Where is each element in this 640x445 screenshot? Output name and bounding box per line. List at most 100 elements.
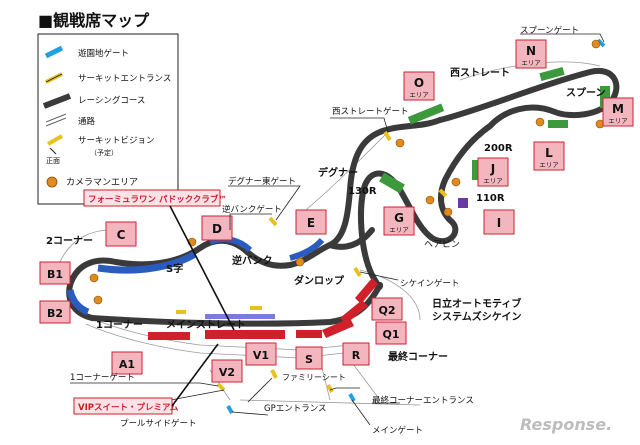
label-formula-paddock: フォーミュラワン パドッククラブ™ xyxy=(88,194,227,205)
label-degner: デグナー xyxy=(318,166,358,179)
spoon-to-130r xyxy=(437,123,493,225)
first-corner-track xyxy=(66,257,119,321)
stand-a1[interactable]: A1 xyxy=(111,351,143,375)
stand-o[interactable]: O エリア xyxy=(403,71,435,101)
legend-circuit-vision: サーキットビジョン xyxy=(78,136,155,146)
stand-g[interactable]: G エリア xyxy=(383,206,415,236)
label-gp-entrance: GPエントランス xyxy=(264,404,327,414)
grandstand-l xyxy=(548,120,568,128)
label-nishi-straight-gate: 西ストレートゲート xyxy=(332,106,409,117)
legend-vision-note: （予定） xyxy=(90,148,118,157)
grandstand-q2 xyxy=(355,278,378,304)
svg-text:L: L xyxy=(545,146,553,160)
stand-m[interactable]: M エリア xyxy=(602,97,634,127)
stand-i[interactable]: I xyxy=(483,209,515,235)
legend-racing-course: レーシングコース xyxy=(78,95,145,106)
grandstand-o xyxy=(407,103,445,125)
grandstands xyxy=(66,67,610,340)
stand-q2[interactable]: Q2 xyxy=(371,297,403,321)
svg-text:O: O xyxy=(414,76,424,90)
label-chicane-gate: シケインゲート xyxy=(400,278,459,289)
svg-text:エリア: エリア xyxy=(409,91,429,99)
stand-s[interactable]: S xyxy=(295,346,323,370)
cameraman-area-icon xyxy=(46,176,58,188)
svg-text:エリア: エリア xyxy=(483,177,503,185)
stand-q1[interactable]: Q1 xyxy=(375,321,407,345)
stand-j[interactable]: J エリア xyxy=(477,157,509,187)
label-110r: 110R xyxy=(476,193,505,204)
hairpin-track xyxy=(357,170,459,290)
stand-r[interactable]: R xyxy=(342,342,370,366)
grandstand-c xyxy=(97,250,197,274)
circuit-vision-icon xyxy=(47,134,63,155)
svg-text:B2: B2 xyxy=(47,307,63,320)
label-main-straight: メインストレート xyxy=(166,319,246,331)
svg-text:N: N xyxy=(526,44,536,58)
svg-text:Q2: Q2 xyxy=(378,304,395,317)
racing-course-icon xyxy=(42,93,72,109)
grandstand-i xyxy=(458,198,468,208)
svg-text:J: J xyxy=(490,162,495,176)
label-130r: 130R xyxy=(348,186,377,197)
formula-paddock-callout[interactable]: フォーミュラワン パドッククラブ™ xyxy=(83,189,235,331)
grandstand-g xyxy=(379,172,405,194)
svg-text:エリア: エリア xyxy=(389,226,409,234)
svg-text:A1: A1 xyxy=(119,358,135,371)
crossover-bridge xyxy=(327,227,375,250)
dunlop-degner-track xyxy=(327,117,443,248)
svg-text:V1: V1 xyxy=(253,349,269,362)
stand-v2[interactable]: V2 xyxy=(211,359,243,383)
stand-n[interactable]: N エリア xyxy=(515,39,547,69)
svg-text:D: D xyxy=(212,222,222,236)
label-200r: 200R xyxy=(484,143,513,154)
svg-text:B1: B1 xyxy=(47,268,63,281)
svg-text:R: R xyxy=(352,349,361,362)
label-corner1: 1コーナー xyxy=(96,319,143,331)
grandstand-j xyxy=(472,160,480,180)
label-reverse-bank: 逆バンク xyxy=(232,254,273,267)
label-hitachi-chicane-line1: 日立オートモティブ xyxy=(432,297,521,310)
label-spoon-gate: スプーンゲート xyxy=(520,25,579,36)
label-hairpin: ヘアピン xyxy=(424,239,460,250)
stand-d[interactable]: D xyxy=(201,215,233,241)
cameraman-areas xyxy=(89,39,605,305)
label-final-corner-entrance: 最終コーナーエントランス xyxy=(372,395,474,406)
legend: 遊園地ゲート サーキットエントランス レーシングコース 通路 サーキットビジョン… xyxy=(37,33,179,205)
circuit-entrance-icon xyxy=(45,72,63,84)
stand-l[interactable]: L エリア xyxy=(533,141,565,171)
walkway-icon xyxy=(45,113,67,127)
stand-b1[interactable]: B1 xyxy=(39,261,71,285)
svg-text:エリア: エリア xyxy=(521,59,541,67)
stand-v1[interactable]: V1 xyxy=(245,342,277,366)
label-vip-suite: VIPスイート・プレミアム xyxy=(78,402,179,413)
paddock-pointer xyxy=(169,205,235,331)
label-s-curve: S字 xyxy=(166,262,183,275)
legend-cameraman-area: カメラマンエリア xyxy=(66,177,138,188)
stand-b2[interactable]: B2 xyxy=(39,300,71,324)
main-straight-track xyxy=(89,282,383,327)
svg-text:G: G xyxy=(394,211,404,225)
grandstand-b xyxy=(66,289,90,316)
label-degner-east-gate: デグナー東ゲート xyxy=(228,176,296,187)
label-pool-side-gate: プールサイドゲート xyxy=(120,418,197,429)
circuit-entrances xyxy=(176,130,448,393)
svg-text:E: E xyxy=(307,216,315,230)
map-title: ■観戦席マップ xyxy=(38,11,150,30)
stand-c[interactable]: C xyxy=(105,221,137,247)
svg-text:S: S xyxy=(305,353,313,366)
response-watermark: Response. xyxy=(520,415,612,434)
vip-suite-callout[interactable]: VIPスイート・プレミアム xyxy=(73,343,219,415)
back-straight-track xyxy=(437,67,620,129)
grandstand-v-blue xyxy=(205,314,275,319)
stand-e[interactable]: E xyxy=(295,209,327,235)
label-hitachi-chicane-line2: システムズシケイン xyxy=(432,310,522,323)
svg-text:エリア: エリア xyxy=(608,117,628,125)
amusement-gate-icon xyxy=(44,45,64,59)
label-spoon: スプーン xyxy=(566,86,606,99)
label-main-gate: メインゲート xyxy=(372,425,423,436)
svg-text:V2: V2 xyxy=(219,366,235,379)
map-labels: スプーンゲート 西ストレート スプーン 西ストレートゲート 200R デグナー … xyxy=(46,25,606,436)
svg-text:M: M xyxy=(612,102,624,116)
